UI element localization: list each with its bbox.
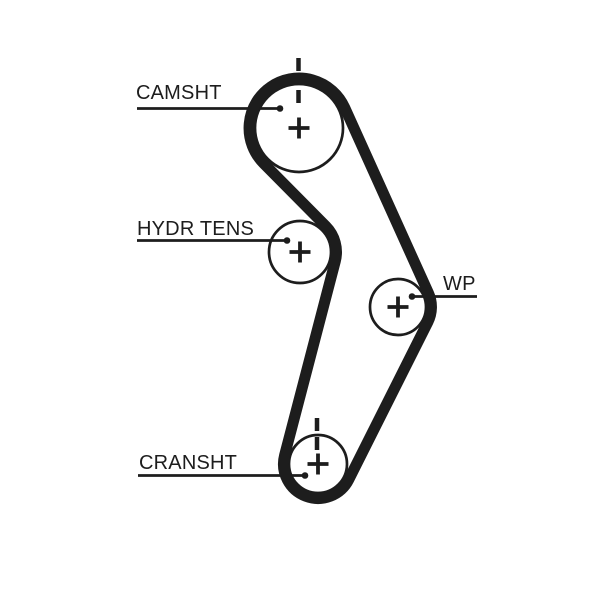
label-camshaft: CAMSHT	[136, 82, 222, 104]
water-pump-center-mark	[387, 296, 409, 318]
label-crankshaft: CRANSHT	[139, 452, 238, 474]
crankshaft-leader-dot	[301, 472, 309, 479]
camshaft-leader-dot	[276, 105, 284, 112]
timing-belt-path	[243, 72, 437, 504]
label-water-pump: WP	[443, 273, 476, 295]
crankshaft-center-mark	[307, 453, 329, 475]
camshaft-pulley-circle	[253, 82, 345, 174]
camshaft-center-mark	[288, 117, 310, 139]
label-hydraulic-tensioner: HYDR TENS	[137, 218, 255, 240]
water-pump-pulley-circle	[368, 277, 428, 337]
hydraulic-tensioner-leader-dot	[283, 237, 291, 244]
hydraulic-tensioner-center-mark	[289, 241, 311, 263]
water-pump-leader-dot	[408, 293, 416, 300]
crankshaft-pulley-circle	[287, 433, 349, 495]
